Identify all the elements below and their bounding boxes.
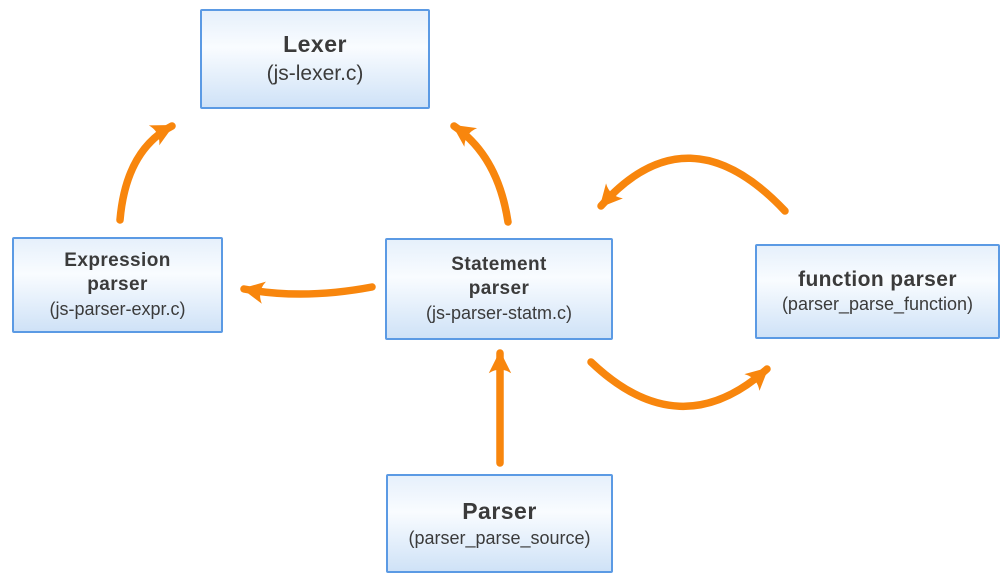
- node-statement-parser-subtitle: (js-parser-statm.c): [425, 302, 572, 323]
- arrow-statement-parser-to-lexer: [450, 122, 512, 226]
- node-function-parser-title: function parser: [798, 268, 957, 292]
- arrow-function-parser-to-statement-parser: [597, 154, 789, 215]
- node-statement-parser: Statement parser (js-parser-statm.c): [385, 238, 613, 340]
- node-expression-parser-subtitle: (js-parser-expr.c): [49, 298, 186, 319]
- arrow-expression-parser-to-lexer: [116, 122, 176, 224]
- node-expression-parser-title-line1: Expression: [64, 249, 171, 271]
- node-lexer-title: Lexer: [283, 31, 347, 58]
- node-statement-parser-title-line2: parser: [468, 278, 530, 300]
- node-lexer-subtitle: (js-lexer.c): [266, 62, 364, 86]
- node-statement-parser-title-line1: Statement: [451, 253, 547, 275]
- arrow-statement-parser-to-function-parser: [587, 358, 771, 411]
- arrow-statement-parser-to-expression-parser: [240, 281, 376, 304]
- node-expression-parser-title-line2: parser: [87, 274, 148, 296]
- node-parser-title: Parser: [462, 497, 537, 524]
- node-function-parser-subtitle: (parser_parse_function): [781, 294, 974, 315]
- node-parser-subtitle: (parser_parse_source): [408, 527, 591, 548]
- node-parser: Parser (parser_parse_source): [386, 474, 613, 573]
- node-expression-parser: Expression parser (js-parser-expr.c): [12, 237, 223, 333]
- node-function-parser: function parser (parser_parse_function): [755, 244, 1000, 339]
- node-lexer: Lexer (js-lexer.c): [200, 9, 430, 109]
